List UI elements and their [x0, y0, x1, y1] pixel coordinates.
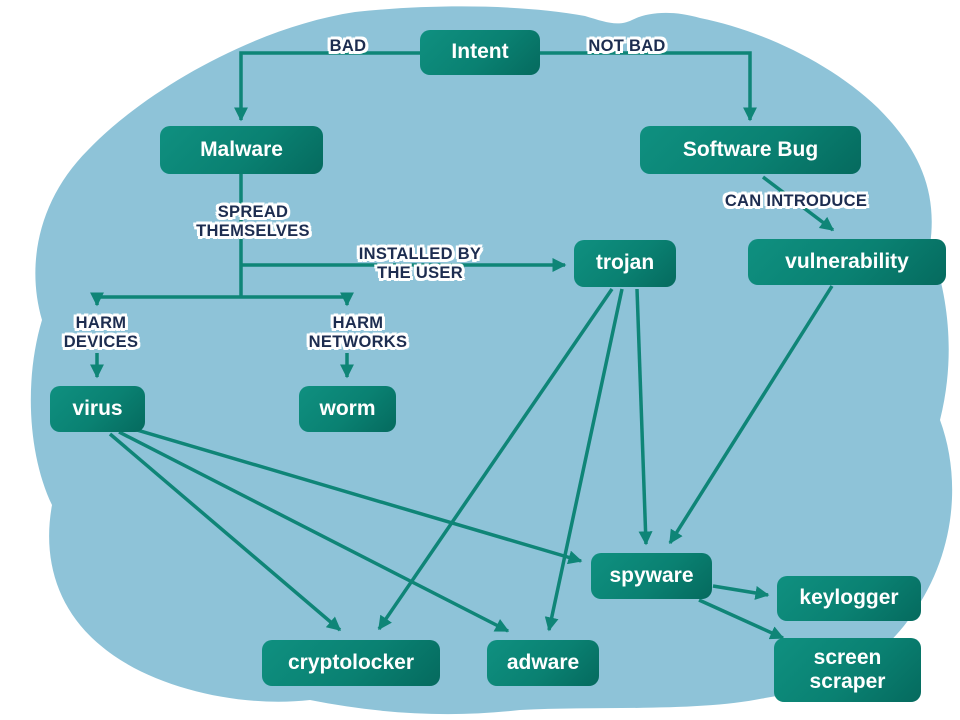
- arrow-intent-malware: [234, 51, 420, 122]
- arrow-trojan-spyware: [635, 288, 653, 546]
- edge-label-installed-by-the-user: INSTALLED BY THE USER: [358, 245, 482, 282]
- node-software-bug: Software Bug: [640, 126, 861, 174]
- node-worm: worm: [299, 386, 396, 432]
- arrow-trojan-adware: [544, 288, 624, 632]
- arrow-trojan-cryptolocker: [377, 288, 614, 631]
- arrow-vulnerability-spyware: [668, 285, 834, 545]
- arrow-virus-spyware: [126, 425, 583, 565]
- node-spyware: spyware: [591, 553, 712, 599]
- edge-label-harm-devices: HARM DEVICES: [63, 314, 139, 351]
- arrow-software-bug-vulnerability: [761, 175, 835, 232]
- arrows: [90, 51, 835, 640]
- arrow-spyware-screen-scraper: [698, 598, 785, 640]
- node-virus: virus: [50, 386, 145, 432]
- edge-label-not-bad: NOT BAD: [588, 37, 666, 55]
- node-screen-scraper: screen scraper: [774, 638, 921, 702]
- node-trojan: trojan: [574, 240, 676, 287]
- node-vulnerability: vulnerability: [748, 239, 946, 285]
- background-blob: [30, 6, 953, 715]
- node-keylogger: keylogger: [777, 576, 921, 621]
- edge-label-can-introduce: CAN INTRODUCE: [724, 192, 868, 210]
- node-adware: adware: [487, 640, 599, 686]
- arrow-spyware-keylogger: [712, 584, 770, 600]
- arrow-intent-software-bug: [540, 51, 757, 122]
- arrow-virus-adware: [118, 430, 510, 633]
- edge-label-harm-networks: HARM NETWORKS: [308, 314, 408, 351]
- node-malware: Malware: [160, 126, 323, 174]
- edge-label-bad: BAD: [329, 37, 367, 55]
- node-cryptolocker: cryptolocker: [262, 640, 440, 686]
- arrow-virus-cryptolocker: [108, 432, 342, 632]
- edge-label-spread-themselves: SPREAD THEMSELVES: [196, 203, 310, 240]
- node-intent: Intent: [420, 30, 540, 75]
